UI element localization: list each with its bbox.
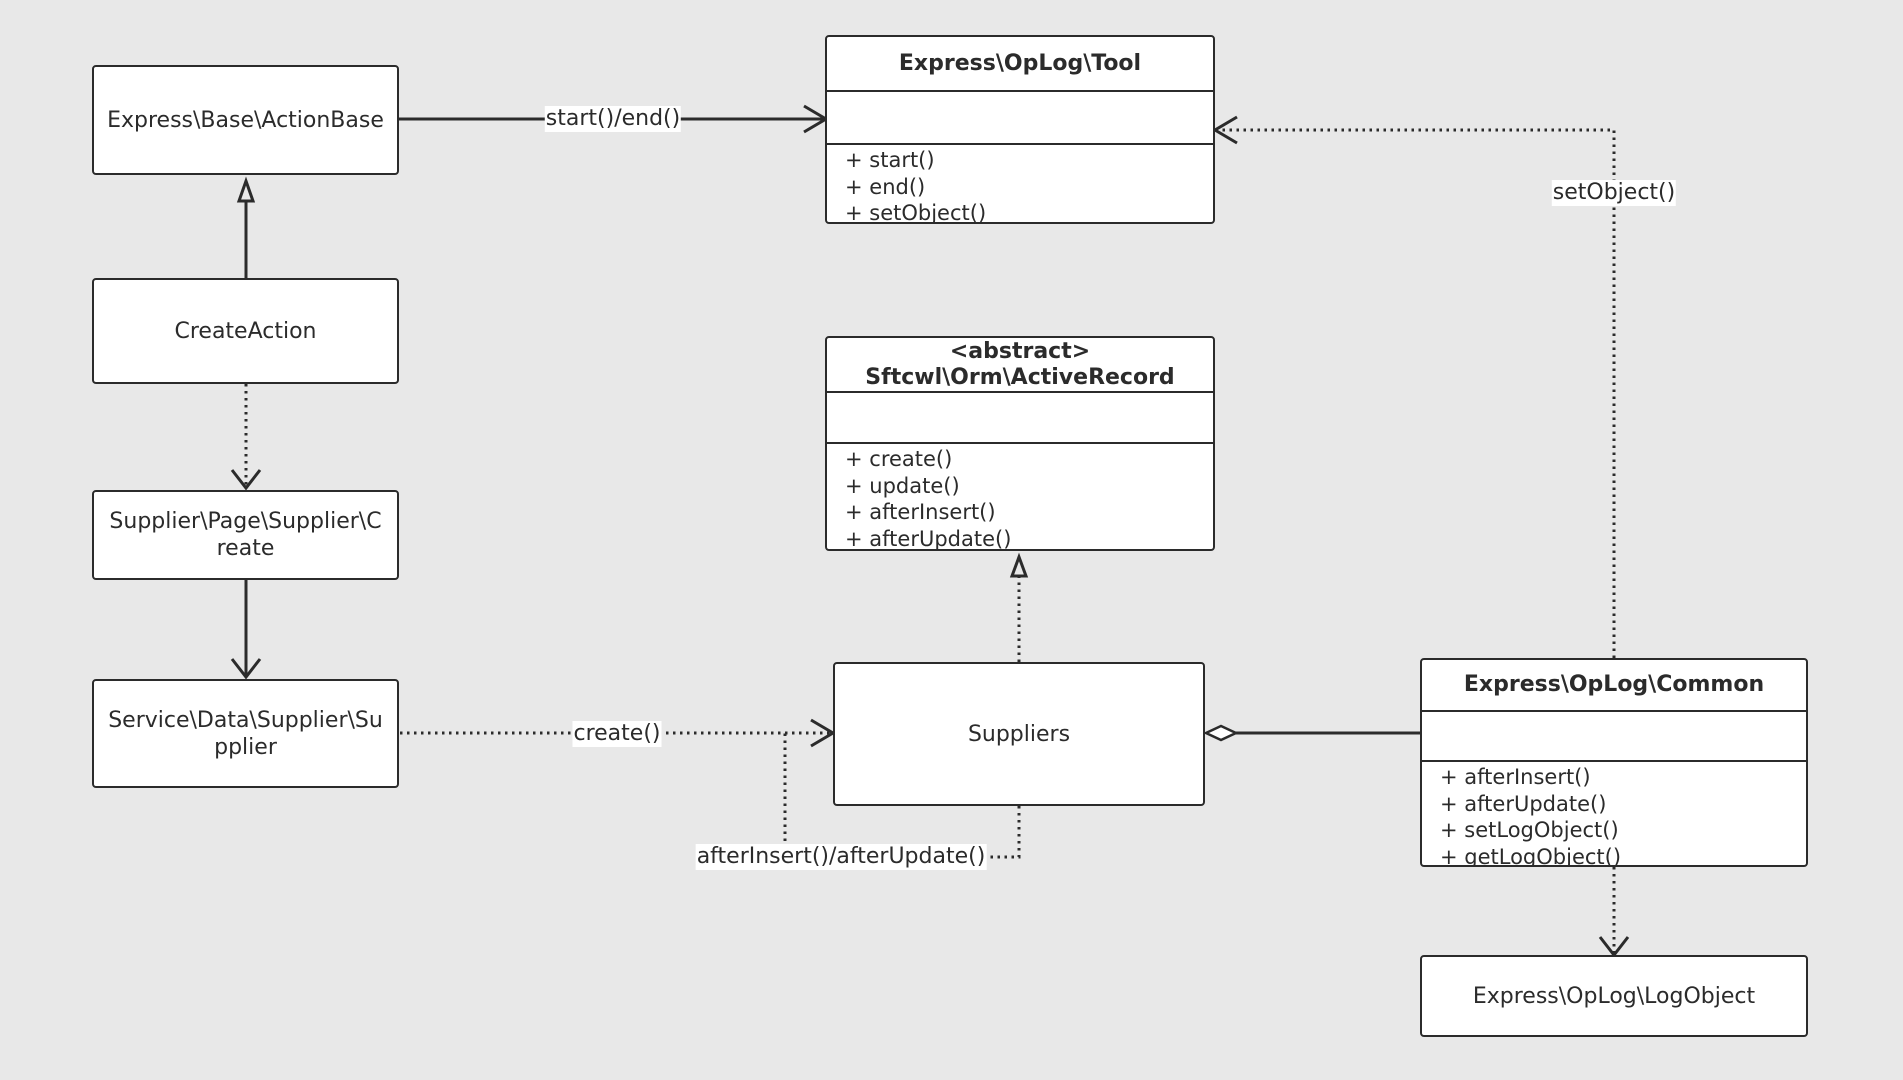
edge-suppliers-realizes-activerecord — [1009, 552, 1029, 662]
edge-common-depends-logobject — [1598, 867, 1630, 958]
node-service-supplier[interactable]: Service\Data\Supplier\Supplier — [92, 679, 399, 788]
edge-pagecreate-to-service — [230, 580, 262, 680]
class-tool-attributes — [827, 92, 1213, 145]
class-tool[interactable]: Express\OpLog\Tool + start() + end() + s… — [825, 35, 1215, 224]
node-suppliers[interactable]: Suppliers — [833, 662, 1205, 806]
class-common-header: Express\OpLog\Common — [1422, 660, 1806, 712]
edge-createaction-depends-pagecreate — [230, 384, 262, 491]
class-common-op: + afterInsert() — [1440, 765, 1591, 789]
class-common-title: Express\OpLog\Common — [1463, 672, 1765, 697]
class-common-attributes — [1422, 712, 1806, 762]
edge-label-after-insert-update: afterInsert()/afterUpdate() — [695, 844, 987, 870]
edge-label-start-end: start()/end() — [544, 106, 682, 132]
class-tool-operations: + start() + end() + setObject() — [827, 145, 1213, 224]
node-log-object[interactable]: Express\OpLog\LogObject — [1420, 955, 1808, 1037]
node-action-base[interactable]: Express\Base\ActionBase — [92, 65, 399, 175]
node-supplier-page-create[interactable]: Supplier\Page\Supplier\Create — [92, 490, 399, 580]
class-active-record-op: + update() — [845, 473, 960, 498]
class-tool-op: + end() — [845, 174, 926, 199]
node-create-action[interactable]: CreateAction — [92, 278, 399, 384]
class-active-record-operations: + create() + update() + afterInsert() + … — [827, 444, 1213, 551]
edge-label-set-object: setObject() — [1551, 180, 1677, 206]
class-active-record-attributes — [827, 393, 1213, 444]
class-tool-op: + start() — [845, 148, 935, 172]
node-action-base-label: Express\Base\ActionBase — [107, 107, 384, 133]
class-active-record-stereotype: <abstract> — [949, 338, 1091, 364]
class-common-op: + setLogObject() — [1440, 818, 1619, 843]
class-active-record-op: + afterInsert() — [845, 500, 996, 525]
class-common-operations: + afterInsert() + afterUpdate() + setLog… — [1422, 762, 1806, 867]
edge-label-create: create() — [572, 721, 662, 747]
class-common[interactable]: Express\OpLog\Common + afterInsert() + a… — [1420, 658, 1808, 867]
edge-common-aggregates-suppliers — [1203, 724, 1420, 742]
edge-common-setobject-tool — [1212, 115, 1616, 658]
class-tool-header: Express\OpLog\Tool — [827, 37, 1213, 92]
node-suppliers-label: Suppliers — [967, 721, 1071, 747]
class-tool-op: + setObject() — [845, 201, 987, 224]
class-active-record-op: + create() — [845, 447, 953, 471]
node-supplier-page-create-label: Supplier\Page\Supplier\Create — [109, 509, 382, 561]
edge-createaction-extends-actionbase — [236, 176, 256, 278]
class-active-record-header: <abstract> Sftcwl\Orm\ActiveRecord — [827, 338, 1213, 393]
class-common-op: + getLogObject() — [1440, 845, 1622, 867]
class-active-record-op: + afterUpdate() — [845, 527, 1012, 551]
class-tool-title: Express\OpLog\Tool — [898, 50, 1142, 76]
node-create-action-label: CreateAction — [174, 318, 317, 344]
node-service-supplier-label: Service\Data\Supplier\Supplier — [108, 707, 383, 760]
node-log-object-label: Express\OpLog\LogObject — [1472, 983, 1756, 1009]
class-common-op: + afterUpdate() — [1440, 791, 1607, 816]
class-active-record[interactable]: <abstract> Sftcwl\Orm\ActiveRecord + cre… — [825, 336, 1215, 551]
class-active-record-title: Sftcwl\Orm\ActiveRecord — [865, 364, 1175, 390]
